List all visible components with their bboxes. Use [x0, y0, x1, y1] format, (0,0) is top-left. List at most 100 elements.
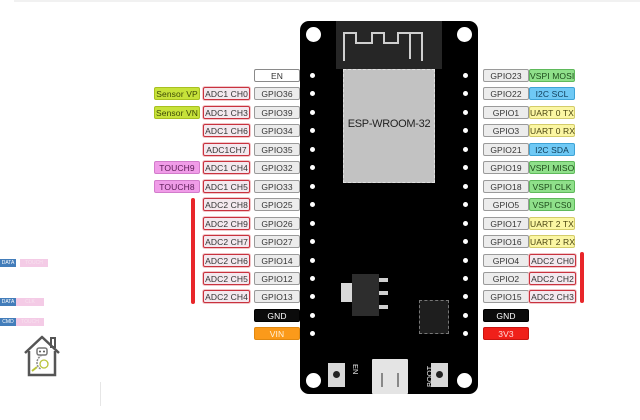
- adc-label: ADC2 CH5: [203, 271, 250, 285]
- header-pin: [310, 275, 315, 281]
- header-pin: [310, 257, 315, 263]
- vspi-function-label: VSPI CS0: [529, 198, 575, 212]
- pin-label-gpio15: GPIO15: [483, 290, 529, 304]
- pin-label-gnd: GND: [254, 308, 300, 322]
- pin-label-gnd: GND: [483, 308, 529, 322]
- adc-label: ADC1 CH0: [203, 87, 250, 101]
- en-button[interactable]: [328, 363, 345, 387]
- adc-label: ADC2 CH6: [203, 253, 250, 267]
- vspi-function-label: VSPI MISO: [529, 161, 575, 175]
- esp32-board: ESP-WROOM-32 EN BOOT: [300, 21, 478, 394]
- header-pin: [310, 202, 315, 208]
- i2c-function-label: I2C SCL: [529, 87, 575, 101]
- header-pin: [310, 109, 315, 115]
- offscreen-blue-label: DATA: [0, 259, 16, 267]
- pin-label-3v3: 3V3: [483, 327, 529, 341]
- top-border-line: [14, 0, 640, 2]
- antenna-trace-icon: [343, 32, 423, 61]
- header-pin: [310, 312, 315, 318]
- header-pin: [310, 183, 315, 189]
- boot-button[interactable]: [431, 363, 448, 387]
- header-pin: [463, 183, 468, 189]
- header-pin: [310, 128, 315, 134]
- uart-function-label: UART 0 RX: [529, 124, 575, 138]
- pin-label-gpio33: GPIO33: [254, 179, 300, 193]
- pin-label-gpio17: GPIO17: [483, 216, 529, 230]
- adc-label: ADC2 CH4: [203, 290, 250, 304]
- voltage-regulator-tab: [341, 283, 353, 302]
- voltage-regulator: [352, 274, 379, 316]
- pin-label-gpio36: GPIO36: [254, 87, 300, 101]
- smart-home-robot-logo-icon: [24, 335, 60, 377]
- pin-label-gpio16: GPIO16: [483, 235, 529, 249]
- divider-line: [100, 382, 101, 406]
- header-pin: [463, 109, 468, 115]
- mounting-hole: [457, 27, 472, 42]
- adc2-group-bracket-right: [580, 252, 584, 303]
- header-pin: [463, 165, 468, 171]
- header-pin: [310, 165, 315, 171]
- header-pin: [463, 202, 468, 208]
- offscreen-pink-label: CLK: [16, 298, 44, 306]
- touch-label: TOUCH9: [154, 161, 200, 175]
- adc-function-label: ADC2 CH0: [529, 253, 576, 267]
- uart-function-label: UART 2 RX: [529, 235, 575, 249]
- pin-label-gpio18: GPIO18: [483, 179, 529, 193]
- micro-usb-port[interactable]: [372, 359, 408, 394]
- pin-label-gpio5: GPIO5: [483, 198, 529, 212]
- regulator-leg: [379, 291, 388, 295]
- offscreen-pink-label: TOUCH: [20, 259, 48, 267]
- i2c-function-label: I2C SDA: [529, 142, 575, 156]
- pin-label-gpio34: GPIO34: [254, 124, 300, 138]
- regulator-leg: [379, 278, 388, 282]
- pin-label-gpio25: GPIO25: [254, 198, 300, 212]
- adc-label: ADC1 CH3: [203, 105, 250, 119]
- pin-label-gpio35: GPIO35: [254, 142, 300, 156]
- vspi-function-label: VSPI MOSI: [529, 69, 575, 82]
- adc-label: ADC1 CH6: [203, 124, 250, 138]
- offscreen-pink-label: TOUCH: [16, 318, 44, 326]
- pin-label-gpio23: GPIO23: [483, 69, 529, 82]
- sensor-label: Sensor VN: [154, 105, 200, 119]
- header-pin: [310, 91, 315, 97]
- pin-label-gpio12: GPIO12: [254, 271, 300, 285]
- adc-label: ADC2 CH9: [203, 216, 250, 230]
- adc-label: ADC2 CH7: [203, 235, 250, 249]
- pin-label-vin: VIN: [254, 327, 300, 341]
- header-pin: [463, 91, 468, 97]
- pin-label-gpio3: GPIO3: [483, 124, 529, 138]
- usb-uart-chip: [419, 300, 449, 334]
- header-pin: [463, 239, 468, 245]
- pin-label-gpio26: GPIO26: [254, 216, 300, 230]
- adc-label: ADC1CH7: [203, 142, 250, 156]
- header-pin: [463, 257, 468, 263]
- adc-function-label: ADC2 CH3: [529, 290, 576, 304]
- header-pin: [310, 239, 315, 245]
- adc-label: ADC1 CH4: [203, 161, 250, 175]
- pin-label-gpio27: GPIO27: [254, 235, 300, 249]
- adc-label: ADC1 CH5: [203, 179, 250, 193]
- mounting-hole: [457, 373, 472, 388]
- header-pin: [463, 312, 468, 318]
- header-pin: [463, 275, 468, 281]
- pin-label-gpio1: GPIO1: [483, 105, 529, 119]
- pin-label-gpio19: GPIO19: [483, 161, 529, 175]
- header-pin: [310, 220, 315, 226]
- sensor-label: Sensor VP: [154, 87, 200, 101]
- esp-wroom-32-module: ESP-WROOM-32: [343, 69, 435, 183]
- en-button-label: EN: [351, 364, 360, 375]
- header-pin: [463, 294, 468, 300]
- pin-label-gpio14: GPIO14: [254, 253, 300, 267]
- header-pin: [310, 146, 315, 152]
- module-label: ESP-WROOM-32: [347, 118, 431, 130]
- header-pin: [463, 73, 468, 78]
- header-pin: [463, 331, 468, 337]
- pin-label-gpio39: GPIO39: [254, 105, 300, 119]
- pin-label-gpio13: GPIO13: [254, 290, 300, 304]
- header-pin: [463, 128, 468, 134]
- header-pin: [310, 294, 315, 300]
- header-pin: [463, 220, 468, 226]
- vspi-function-label: VSPI CLK: [529, 179, 575, 193]
- regulator-leg: [379, 305, 388, 309]
- header-pin: [310, 331, 315, 337]
